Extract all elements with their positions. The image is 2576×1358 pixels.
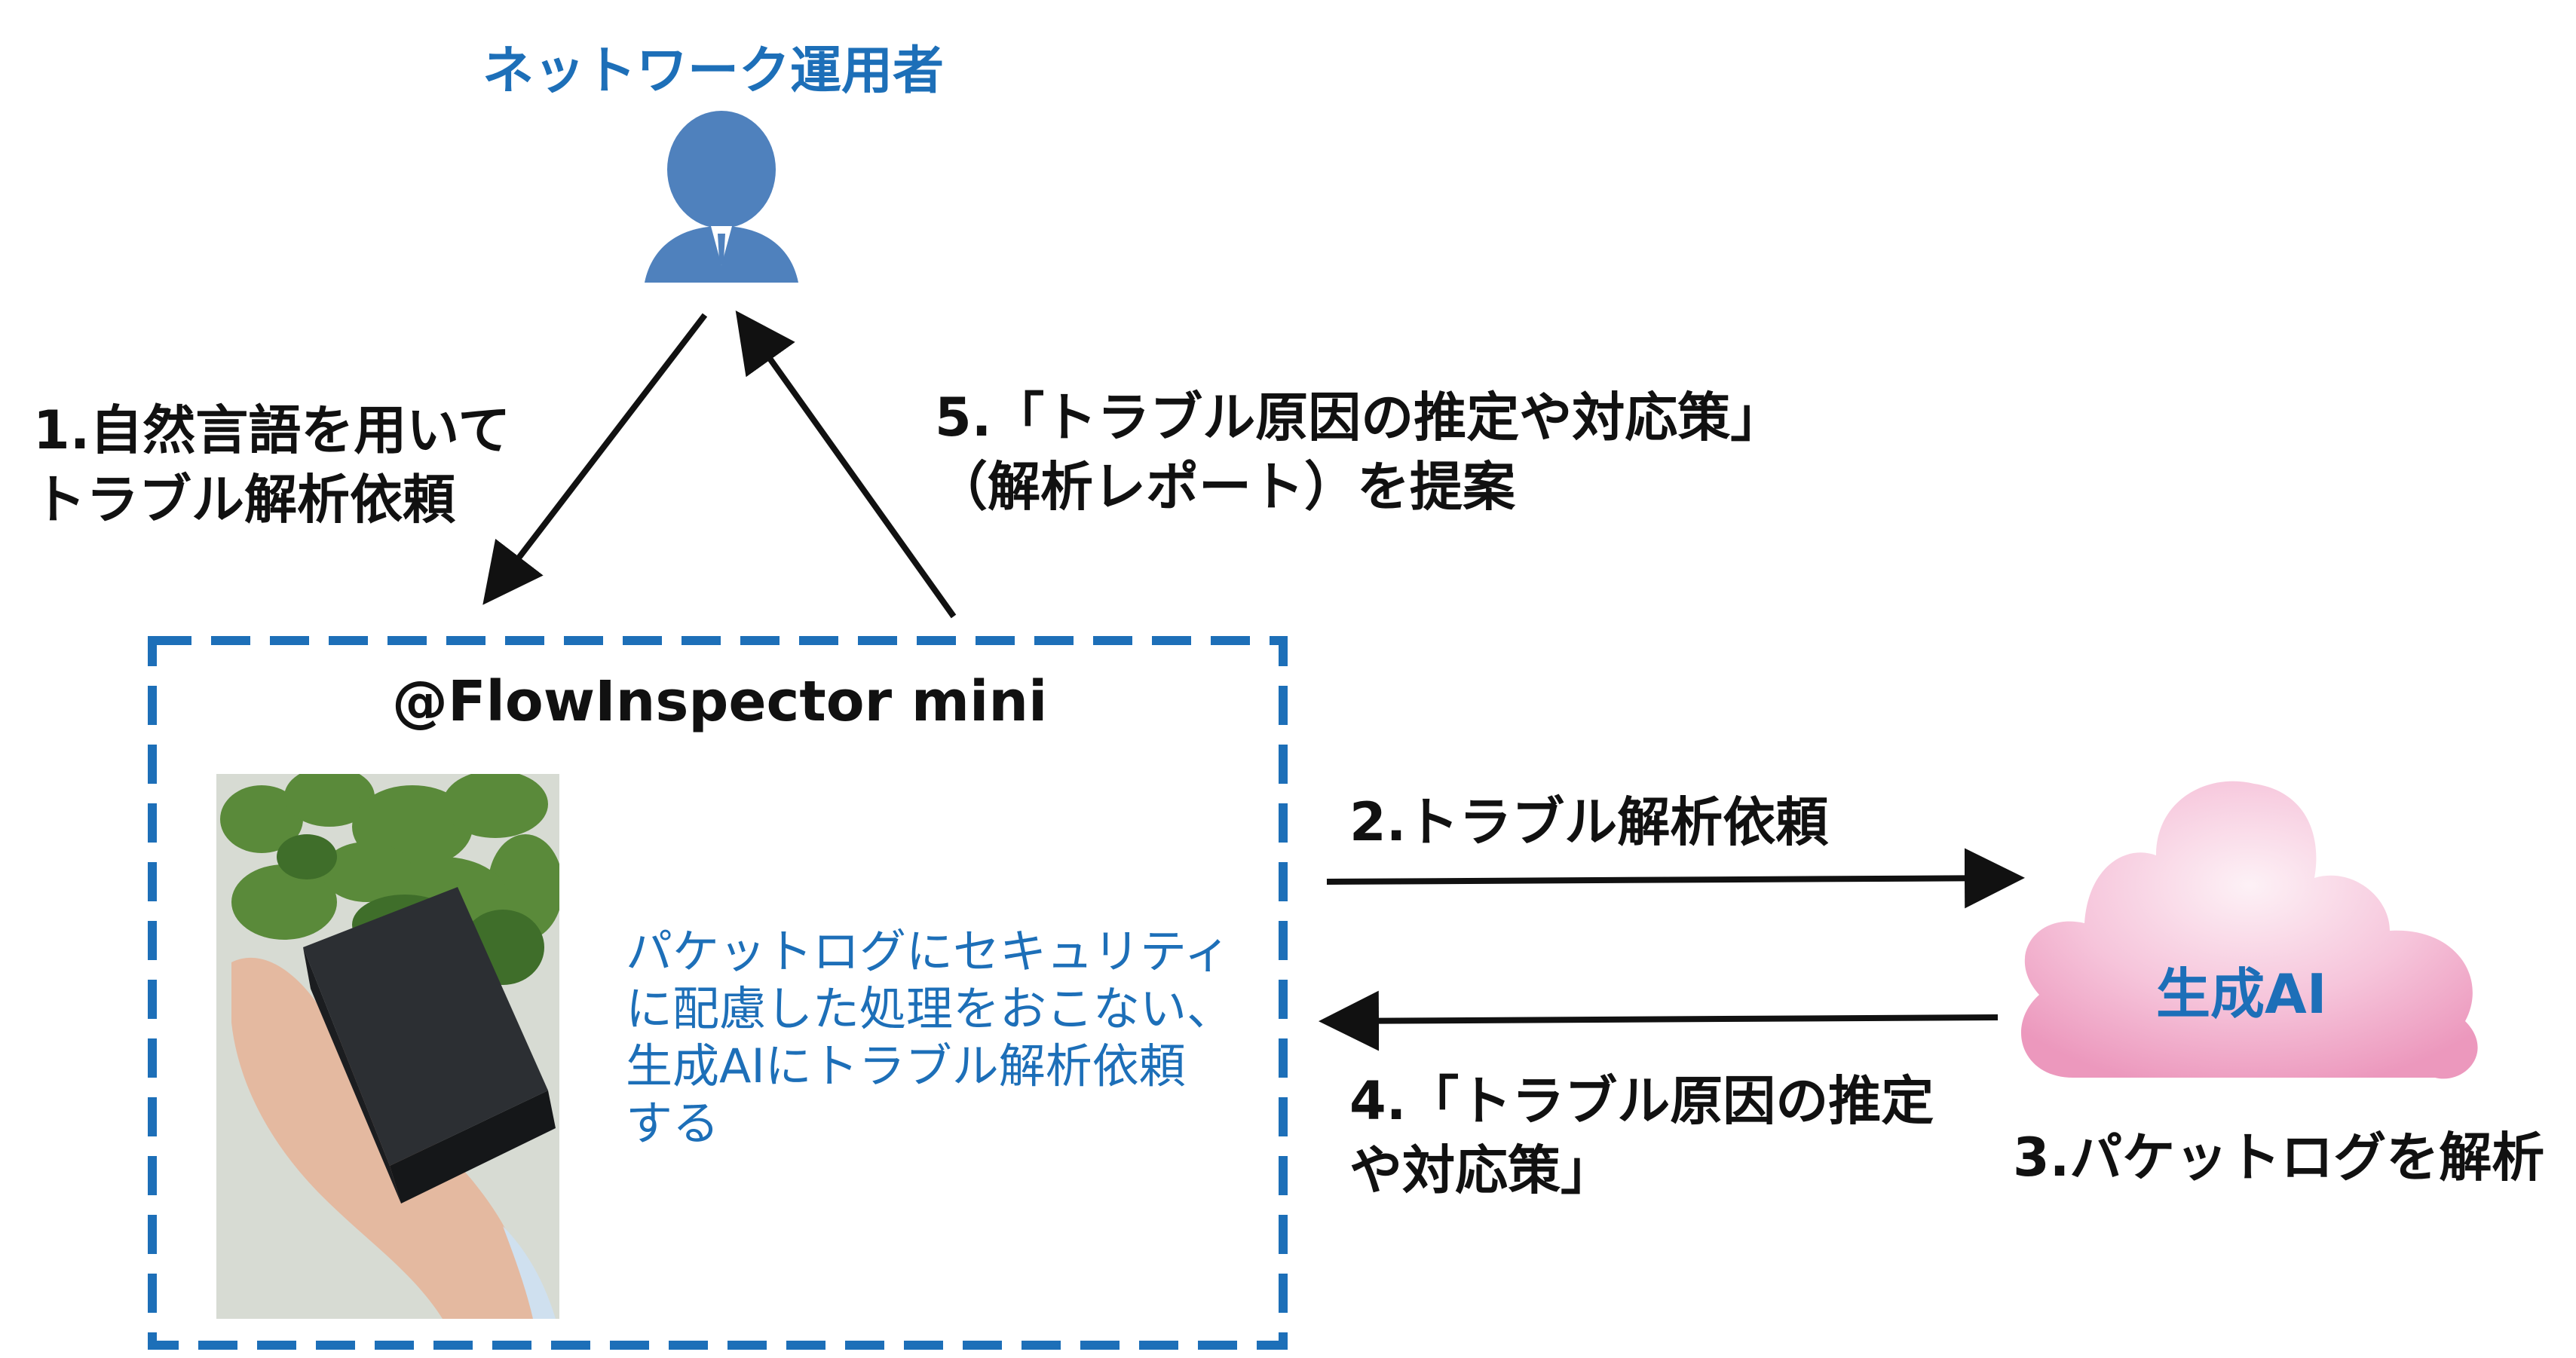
step2-label: 2.トラブル解析依頼 [1349, 791, 1829, 853]
device-box [148, 636, 1288, 1350]
cloud-icon [2020, 781, 2478, 1079]
arrow-step4 [1319, 990, 1999, 1051]
person-icon [645, 111, 798, 283]
device-title: @FlowInspector mini [392, 669, 1048, 734]
step1-label: 1.自然言語を用いて トラブル解析依頼 [33, 396, 510, 534]
step4-label: 4.「トラブル原因の推定 や対応策」 [1349, 1066, 1934, 1205]
ai-label: 生成AI [2156, 962, 2327, 1026]
step3-label: 3.パケットログを解析 [2013, 1127, 2545, 1188]
step1-line2: トラブル解析依頼 [33, 469, 455, 531]
step5-label: 5.「トラブル原因の推定や対応策」 （解析レポート）を提案 [935, 383, 1783, 521]
step4-line2: や対応策」 [1349, 1139, 1613, 1201]
device-description: パケットログにセキュリティ に配慮した処理をおこない、 生成AIにトラブル解析依… [626, 923, 1233, 1152]
device-description-line3: 生成AIにトラブル解析依頼 [626, 1038, 1186, 1093]
operator-title: ネットワーク運用者 [482, 41, 945, 101]
arrow-step5 [735, 310, 957, 619]
device-description-line4: する [626, 1096, 720, 1151]
device-description-line1: パケットログにセキュリティ [626, 924, 1231, 979]
arrow-step2 [1326, 848, 2025, 909]
arrow-step1 [482, 313, 708, 605]
step1-line1: 1.自然言語を用いて [33, 399, 511, 461]
device-photo [216, 774, 559, 1319]
device-description-line2: に配慮した処理をおこない、 [626, 981, 1234, 1036]
step5-line1: 5.「トラブル原因の推定や対応策」 [935, 387, 1784, 448]
step4-line1: 4.「トラブル原因の推定 [1349, 1070, 1934, 1132]
step5-line2: （解析レポート）を提案 [935, 456, 1515, 518]
